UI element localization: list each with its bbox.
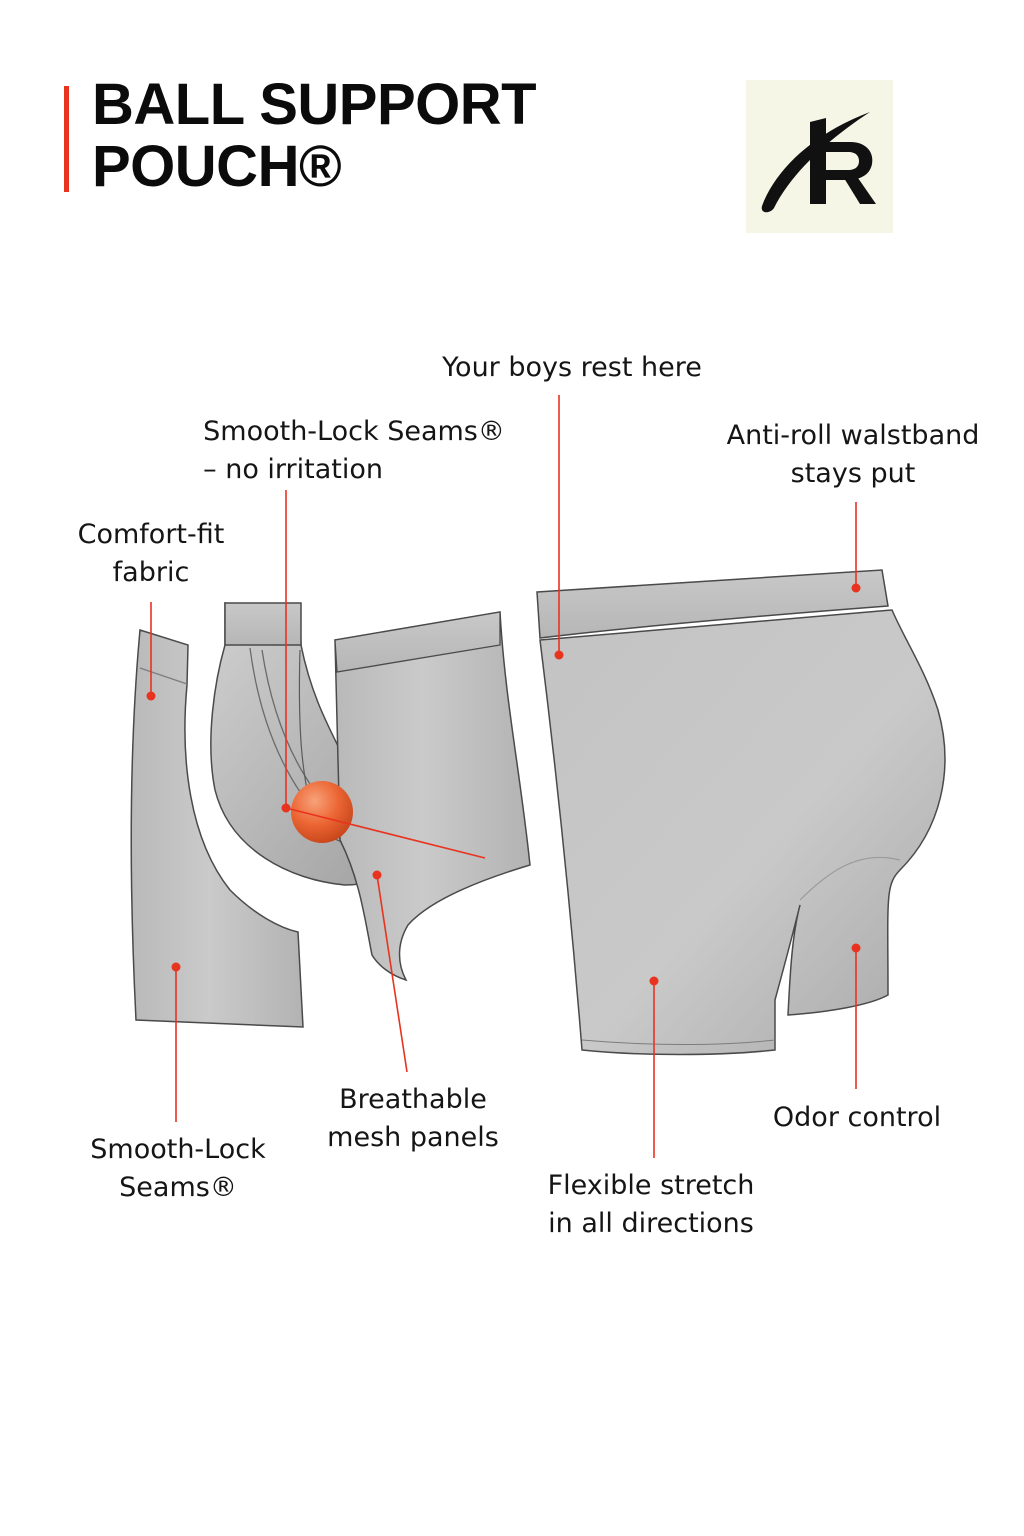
callout-boys-rest: Your boys rest here <box>442 349 702 387</box>
assembled-boxer <box>536 569 946 1056</box>
callout-waistband-line1: Anti-roll walstband <box>726 420 980 451</box>
callout-stretch: Flexible stretch in all directions <box>548 1167 755 1243</box>
callout-comfort-fit: Comfort-fit fabric <box>78 516 225 592</box>
callout-boys-rest-line1: Your boys rest here <box>442 352 702 383</box>
page-title: BALL SUPPORT POUCH® <box>92 72 537 199</box>
dot-odor <box>851 943 861 953</box>
callout-mesh: Breathable mesh panels <box>327 1081 499 1157</box>
lr-monogram-icon <box>746 80 893 233</box>
dot-seams-top <box>281 803 291 813</box>
callout-dots <box>146 583 861 986</box>
dot-seams-bottom <box>171 962 181 972</box>
pouch-ball <box>291 781 353 843</box>
dot-mesh <box>372 870 382 880</box>
callout-seams-top-line2: – no irritation <box>203 454 384 485</box>
callout-seams-top: Smooth-Lock Seams® – no irritation <box>203 413 505 489</box>
callout-waistband-line2: stays put <box>790 458 916 489</box>
callout-mesh-line2: mesh panels <box>327 1122 499 1153</box>
callout-stretch-line2: in all directions <box>548 1208 754 1239</box>
callout-seams-top-line1: Smooth-Lock Seams® <box>203 416 505 447</box>
callout-seams-bottom-line2: Seams® <box>119 1172 237 1203</box>
dot-boys-rest <box>554 650 564 660</box>
dot-waistband <box>851 583 861 593</box>
callout-comfort-fit-line2: fabric <box>112 557 190 588</box>
title-accent-bar <box>64 86 69 192</box>
leader-lines <box>150 395 857 1158</box>
callout-seams-bottom: Smooth-Lock Seams® <box>90 1131 266 1207</box>
title-line-1: BALL SUPPORT <box>92 72 537 137</box>
dot-comfort-fit <box>146 691 156 701</box>
side-panel <box>130 629 304 1028</box>
callout-odor: Odor control <box>773 1099 941 1137</box>
front-panel <box>334 611 531 982</box>
callout-odor-line1: Odor control <box>772 1102 942 1133</box>
brand-logo <box>746 80 893 233</box>
callout-comfort-fit-line1: Comfort-fit <box>77 519 225 550</box>
callout-mesh-line1: Breathable <box>339 1084 487 1115</box>
title-line-2: POUCH® <box>92 134 342 199</box>
callout-seams-bottom-line1: Smooth-Lock <box>90 1134 266 1165</box>
dot-stretch <box>649 976 659 986</box>
callout-waistband: Anti-roll walstband stays put <box>727 417 980 493</box>
callout-stretch-line1: Flexible stretch <box>547 1170 755 1201</box>
